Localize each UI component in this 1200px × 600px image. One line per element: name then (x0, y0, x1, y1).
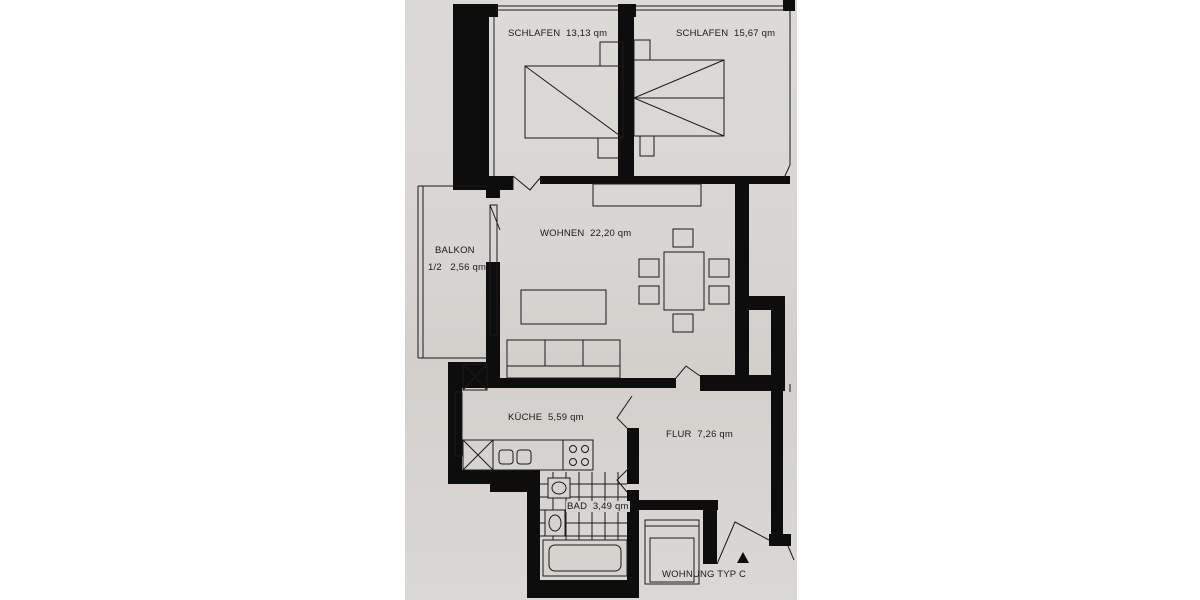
wall-line (783, 164, 791, 179)
stairwell-inner (649, 537, 695, 583)
kitchen-counter (462, 439, 594, 471)
wall (527, 470, 540, 598)
room-name: SCHLAFEN (508, 28, 561, 39)
wall (627, 490, 639, 598)
wall (627, 428, 639, 484)
bed-cover (633, 59, 725, 99)
door-swing (616, 395, 633, 429)
wall (527, 580, 639, 598)
wall (490, 480, 532, 492)
wall-line (787, 545, 795, 561)
coffee-table (520, 289, 607, 325)
bed-cover (524, 65, 624, 139)
door-swing (512, 175, 541, 191)
wall (700, 375, 785, 391)
wall (618, 4, 634, 184)
room-name: SCHLAFEN (676, 28, 729, 39)
room-name: WOHNEN (540, 228, 585, 239)
room-fraction: 1/2 (428, 262, 442, 273)
wall (486, 190, 500, 198)
room-name: BALKON (435, 245, 475, 256)
washbasin (544, 509, 566, 537)
window (454, 391, 463, 457)
washbasin-bowl (548, 514, 562, 532)
room-area: 15,67 qm (733, 28, 776, 39)
plan-title: WOHNUNG TYP C (662, 569, 747, 580)
sink (498, 449, 514, 465)
nightstand (599, 41, 624, 67)
wall (453, 176, 513, 190)
stove-burner (581, 458, 589, 466)
sink (516, 449, 532, 465)
room-label-wohnen: WOHNEN 22,20 qm (540, 228, 631, 239)
stove-burner (581, 445, 589, 453)
chair (638, 285, 660, 305)
nightstand (633, 39, 651, 61)
balcony-door (489, 204, 498, 336)
door-swing (675, 365, 701, 379)
chair (638, 258, 660, 278)
room-label-kueche: KÜCHE 5,59 qm (508, 412, 584, 423)
nightstand (597, 137, 621, 159)
door-swing (616, 469, 628, 493)
room-area: 22,20 qm (590, 228, 632, 239)
wall (453, 4, 489, 190)
room-label-balkon: BALKON (435, 245, 475, 256)
wall (769, 534, 791, 546)
wall (771, 296, 785, 384)
room-label-balkon-area: 1/2 2,56 qm (428, 262, 486, 273)
wall (448, 378, 676, 388)
chair (708, 258, 730, 278)
room-label-schlafen-1: SCHLAFEN 13,13 qm (508, 28, 607, 39)
room-label-bad: BAD 3,49 qm (566, 501, 630, 512)
wall (636, 500, 718, 510)
wall (703, 500, 717, 564)
room-label-schlafen-2: SCHLAFEN 15,67 qm (676, 28, 775, 39)
triangle-icon (737, 552, 749, 563)
room-area: 5,59 qm (547, 412, 584, 423)
bed-cover (633, 97, 725, 137)
wall (540, 176, 790, 184)
room-area: 2,56 qm (450, 262, 487, 273)
room-name: BAD (567, 501, 588, 512)
door-swing (489, 204, 501, 231)
chair (708, 285, 730, 305)
room-name: FLUR (666, 429, 692, 440)
room-area: 13,13 qm (565, 28, 608, 39)
toilet-bowl (551, 481, 567, 495)
bathtub (542, 539, 628, 577)
stove-burner (569, 445, 577, 453)
window (592, 183, 702, 207)
wall (771, 385, 783, 545)
wall (486, 262, 500, 378)
room-area: 7,26 qm (697, 429, 734, 440)
bathtub-basin (548, 544, 622, 572)
chair (672, 313, 694, 333)
wall (735, 176, 749, 384)
stove-burner (569, 458, 577, 466)
chair (672, 228, 694, 248)
wall (783, 0, 795, 11)
bed (524, 65, 624, 139)
fixtures (417, 5, 795, 585)
door-swing (716, 521, 770, 565)
toilet (547, 477, 571, 499)
room-name: KÜCHE (508, 412, 543, 423)
room-label-flur: FLUR 7,26 qm (666, 429, 733, 440)
sofa (506, 339, 621, 379)
shaft (462, 363, 488, 391)
kitchen-fixture (462, 439, 494, 471)
nightstand (639, 135, 655, 157)
room-area: 3,49 qm (592, 501, 629, 512)
dining-table (663, 251, 705, 311)
shaft (462, 363, 488, 391)
